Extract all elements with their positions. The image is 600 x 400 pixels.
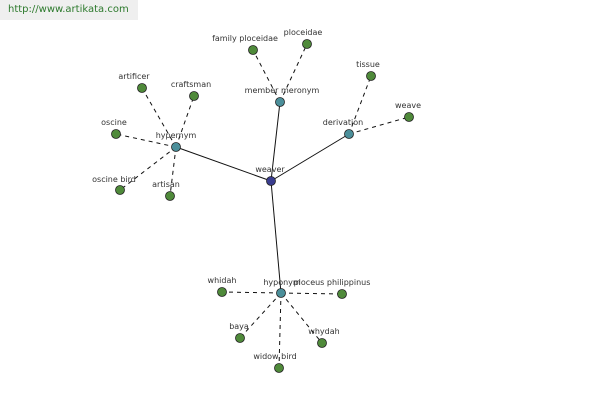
- node-weave: [404, 112, 414, 122]
- label-weave: weave: [395, 101, 421, 110]
- node-ploceidae: [302, 39, 312, 49]
- label-member-meronym: member meronym: [245, 86, 320, 95]
- label-derivation: derivation: [323, 118, 363, 127]
- label-ploceus-philippinus: ploceus philippinus: [294, 278, 371, 287]
- edge-member-meronym-family-ploceidae: [252, 49, 281, 103]
- label-baya: baya: [229, 322, 249, 331]
- label-family-ploceidae: family ploceidae: [212, 34, 278, 43]
- label-tissue: tissue: [356, 60, 380, 69]
- label-artificer: artificer: [118, 72, 150, 81]
- edge-hypernym-oscine-bird: [119, 146, 177, 191]
- edge-derivation-tissue: [348, 75, 372, 135]
- watermark-bar: http://www.artikata.com: [0, 0, 138, 20]
- label-ploceidae: ploceidae: [284, 28, 323, 37]
- label-whidah: whidah: [208, 276, 237, 285]
- node-widow-bird: [274, 363, 284, 373]
- label-widow-bird: widow bird: [253, 352, 296, 361]
- label-oscine: oscine: [101, 118, 127, 127]
- edge-member-meronym: [270, 101, 281, 182]
- node-hypernym: [171, 142, 181, 152]
- edge-hypernym-craftsman: [175, 95, 195, 148]
- edge-member-meronym-ploceidae: [279, 43, 308, 103]
- labels-layer: artificer craftsman oscine oscine bird artis…: [92, 28, 421, 361]
- node-baya: [235, 333, 245, 343]
- edge-hyponym-ploceus-philippinus: [280, 292, 343, 295]
- node-artificer: [137, 83, 147, 93]
- node-member-meronym: [275, 97, 285, 107]
- node-craftsman: [189, 91, 199, 101]
- label-artisan: artisan: [152, 180, 180, 189]
- node-tissue: [366, 71, 376, 81]
- node-ploceus-philippinus: [337, 289, 347, 299]
- label-craftsman: craftsman: [171, 80, 211, 89]
- nodes-layer: [111, 39, 414, 373]
- node-whidah: [217, 287, 227, 297]
- node-artisan: [165, 191, 175, 201]
- watermark-url: http://www.artikata.com: [8, 4, 129, 15]
- node-oscine-bird: [115, 185, 125, 195]
- edge-hypernym-artisan: [169, 146, 177, 197]
- label-oscine-bird: oscine bird: [92, 175, 136, 184]
- edge-derivation: [270, 133, 350, 182]
- node-hyponym: [276, 288, 286, 298]
- node-center-weaver: [266, 176, 276, 186]
- label-hypernym: hypernym: [156, 131, 197, 140]
- edge-hyponym: [270, 180, 282, 294]
- node-family-ploceidae: [248, 45, 258, 55]
- edge-hyponym-whidah: [221, 291, 282, 294]
- label-hyponym: hyponym: [263, 278, 301, 287]
- edge-hypernym-oscine: [115, 133, 177, 148]
- edge-hyponym-baya: [239, 292, 282, 339]
- edge-derivation-weave: [348, 116, 410, 135]
- edges-layer: [115, 43, 410, 369]
- node-derivation: [344, 129, 354, 139]
- node-oscine: [111, 129, 121, 139]
- label-center-weaver: weaver: [255, 165, 285, 174]
- edge-hyponym-whydah: [280, 292, 323, 344]
- node-whydah: [317, 338, 327, 348]
- edge-hypernym: [175, 146, 272, 182]
- label-whydah: whydah: [308, 327, 339, 336]
- edge-hypernym-artificer: [141, 87, 177, 148]
